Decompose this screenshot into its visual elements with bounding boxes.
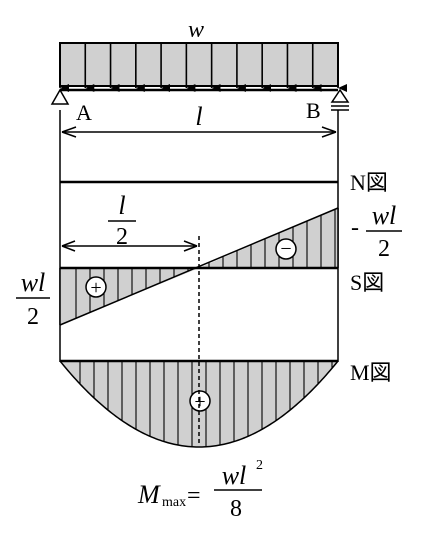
support-label-a: A — [76, 100, 92, 125]
span-arrow-right — [321, 126, 337, 138]
formula-equals: = — [187, 483, 201, 509]
roller-support-b — [330, 88, 350, 111]
shear-force-diagram: + − l 2 wl 2 - wl 2 S図 — [16, 191, 402, 330]
shear-left-value: wl 2 — [16, 268, 50, 330]
support-label-b: B — [306, 98, 321, 123]
formula-exponent: 2 — [256, 458, 263, 473]
half-span-dimension: l 2 — [61, 191, 198, 252]
s-diagram-label: S図 — [350, 270, 384, 295]
formula-subscript: max — [162, 495, 186, 510]
moment-curve — [59, 360, 339, 448]
load-arrows — [59, 43, 347, 92]
formula-numerator: wl — [222, 461, 247, 490]
n-diagram-label: N図 — [350, 170, 388, 195]
svg-text:−: − — [280, 238, 291, 260]
load-area — [59, 42, 339, 87]
bending-moment-diagram: + M図 — [59, 359, 392, 448]
shear-right-value: - wl 2 — [351, 201, 402, 262]
shear-negative-sign: − — [275, 238, 297, 260]
shear-right-sign: - — [351, 215, 359, 241]
shear-right-numerator: wl — [372, 201, 397, 230]
shear-left-numerator: wl — [21, 268, 46, 297]
formula-variable: M — [137, 480, 161, 509]
shear-left-denominator: 2 — [27, 304, 39, 330]
svg-text:+: + — [90, 277, 101, 299]
moment-positive-sign: + — [189, 390, 211, 413]
beam: A B — [50, 88, 350, 125]
distributed-load: w — [59, 17, 347, 92]
svg-text:+: + — [194, 391, 205, 413]
max-moment-formula: M max = wl 2 8 — [137, 458, 263, 522]
shear-right-denominator: 2 — [378, 236, 390, 262]
half-span-denominator: 2 — [116, 224, 128, 250]
shear-positive-sign: + — [85, 276, 107, 299]
half-span-numerator: l — [118, 191, 125, 220]
normal-force-diagram: N図 — [60, 170, 388, 195]
load-symbol: w — [188, 17, 204, 43]
span-symbol: l — [195, 102, 202, 131]
pin-support-a — [50, 88, 70, 105]
m-diagram-label: M図 — [350, 360, 392, 385]
formula-denominator: 8 — [230, 496, 242, 522]
span-arrow-left — [61, 126, 77, 138]
